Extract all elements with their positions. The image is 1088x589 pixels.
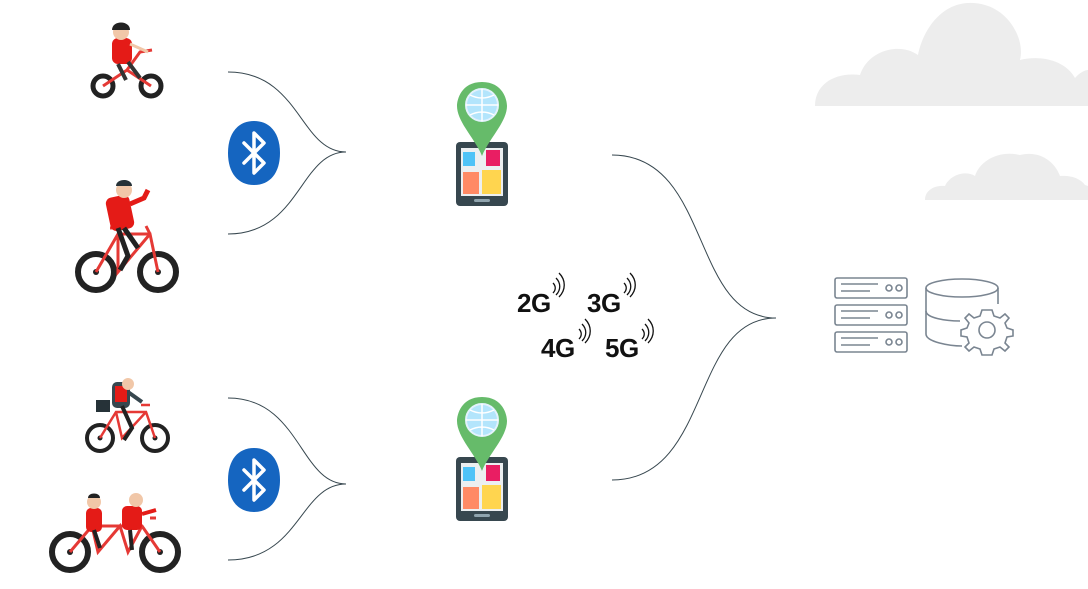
network-3g-label: 3G [587, 288, 621, 318]
network-2g-label: 2G [517, 288, 551, 318]
phone-map-pin-icon [455, 81, 509, 207]
database-gear-icon [925, 278, 1014, 356]
cloud-icon [925, 153, 1088, 200]
connector-lines-bottom [227, 397, 347, 561]
phone-map-pin-icon [455, 396, 509, 522]
signal-waves-icon [623, 272, 636, 298]
server-rack-icon [834, 277, 908, 353]
network-4g-label: 4G [541, 333, 575, 363]
child-bike-icon [90, 22, 164, 99]
bluetooth-icon [226, 119, 282, 187]
cloud-icon [815, 2, 1088, 106]
tandem-bike-icon [52, 493, 178, 570]
bicycle-rider-icon [78, 180, 176, 290]
connector-lines-top [227, 71, 347, 235]
network-5g-label: 5G [605, 333, 639, 363]
signal-waves-icon [552, 272, 565, 298]
connector-lines-server [611, 154, 777, 481]
delivery-bike-icon [85, 378, 170, 453]
bluetooth-icon [226, 446, 282, 514]
signal-waves-icon [641, 318, 654, 344]
signal-waves-icon [578, 318, 591, 344]
